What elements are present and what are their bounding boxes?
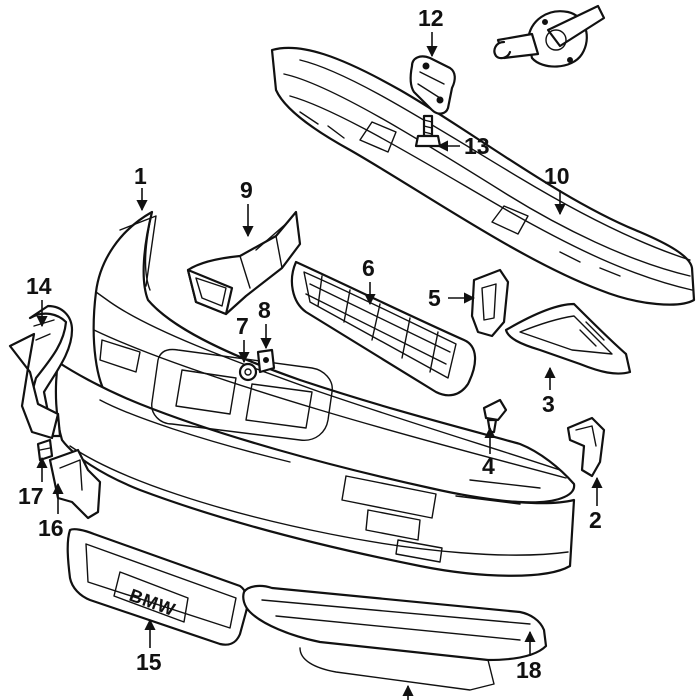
part-corner-trim <box>504 302 632 375</box>
callout-9: 9 <box>240 177 253 203</box>
part-lower-spoiler <box>242 584 548 691</box>
part-license-plate-bracket: BMW <box>66 528 249 646</box>
callout-7: 7 <box>236 313 249 339</box>
callout-labels: 1 2 3 4 5 6 7 8 9 10 12 13 14 15 16 17 1… <box>18 5 602 683</box>
part-bracket <box>409 55 456 115</box>
callout-10: 10 <box>544 163 570 189</box>
part-impact-bar <box>270 46 696 306</box>
part-small-clip <box>36 438 54 462</box>
part-air-duct <box>186 210 302 316</box>
callout-6: 6 <box>362 255 375 281</box>
part-bumper-cover <box>54 210 576 577</box>
callout-2: 2 <box>589 507 602 533</box>
callout-4: 4 <box>482 453 495 479</box>
callout-16: 16 <box>38 515 64 541</box>
callout-5: 5 <box>428 285 441 311</box>
callout-14: 14 <box>26 273 52 299</box>
part-lower-bracket <box>48 448 102 520</box>
callout-8: 8 <box>258 297 271 323</box>
callout-13: 13 <box>464 133 490 159</box>
part-clip <box>482 398 508 434</box>
callout-15: 15 <box>136 649 162 675</box>
part-clip-small <box>256 348 276 374</box>
part-small-bracket <box>566 416 606 478</box>
part-grille <box>290 260 477 397</box>
part-bolt <box>414 114 442 148</box>
callout-3: 3 <box>542 391 555 417</box>
callout-18: 18 <box>516 657 542 683</box>
callout-17: 17 <box>18 483 44 509</box>
part-side-bracket <box>470 268 510 338</box>
part-bushing <box>493 4 606 68</box>
callout-1: 1 <box>134 163 147 189</box>
part-nut <box>238 362 258 382</box>
leader-lines <box>36 32 603 700</box>
callout-12: 12 <box>418 5 444 31</box>
